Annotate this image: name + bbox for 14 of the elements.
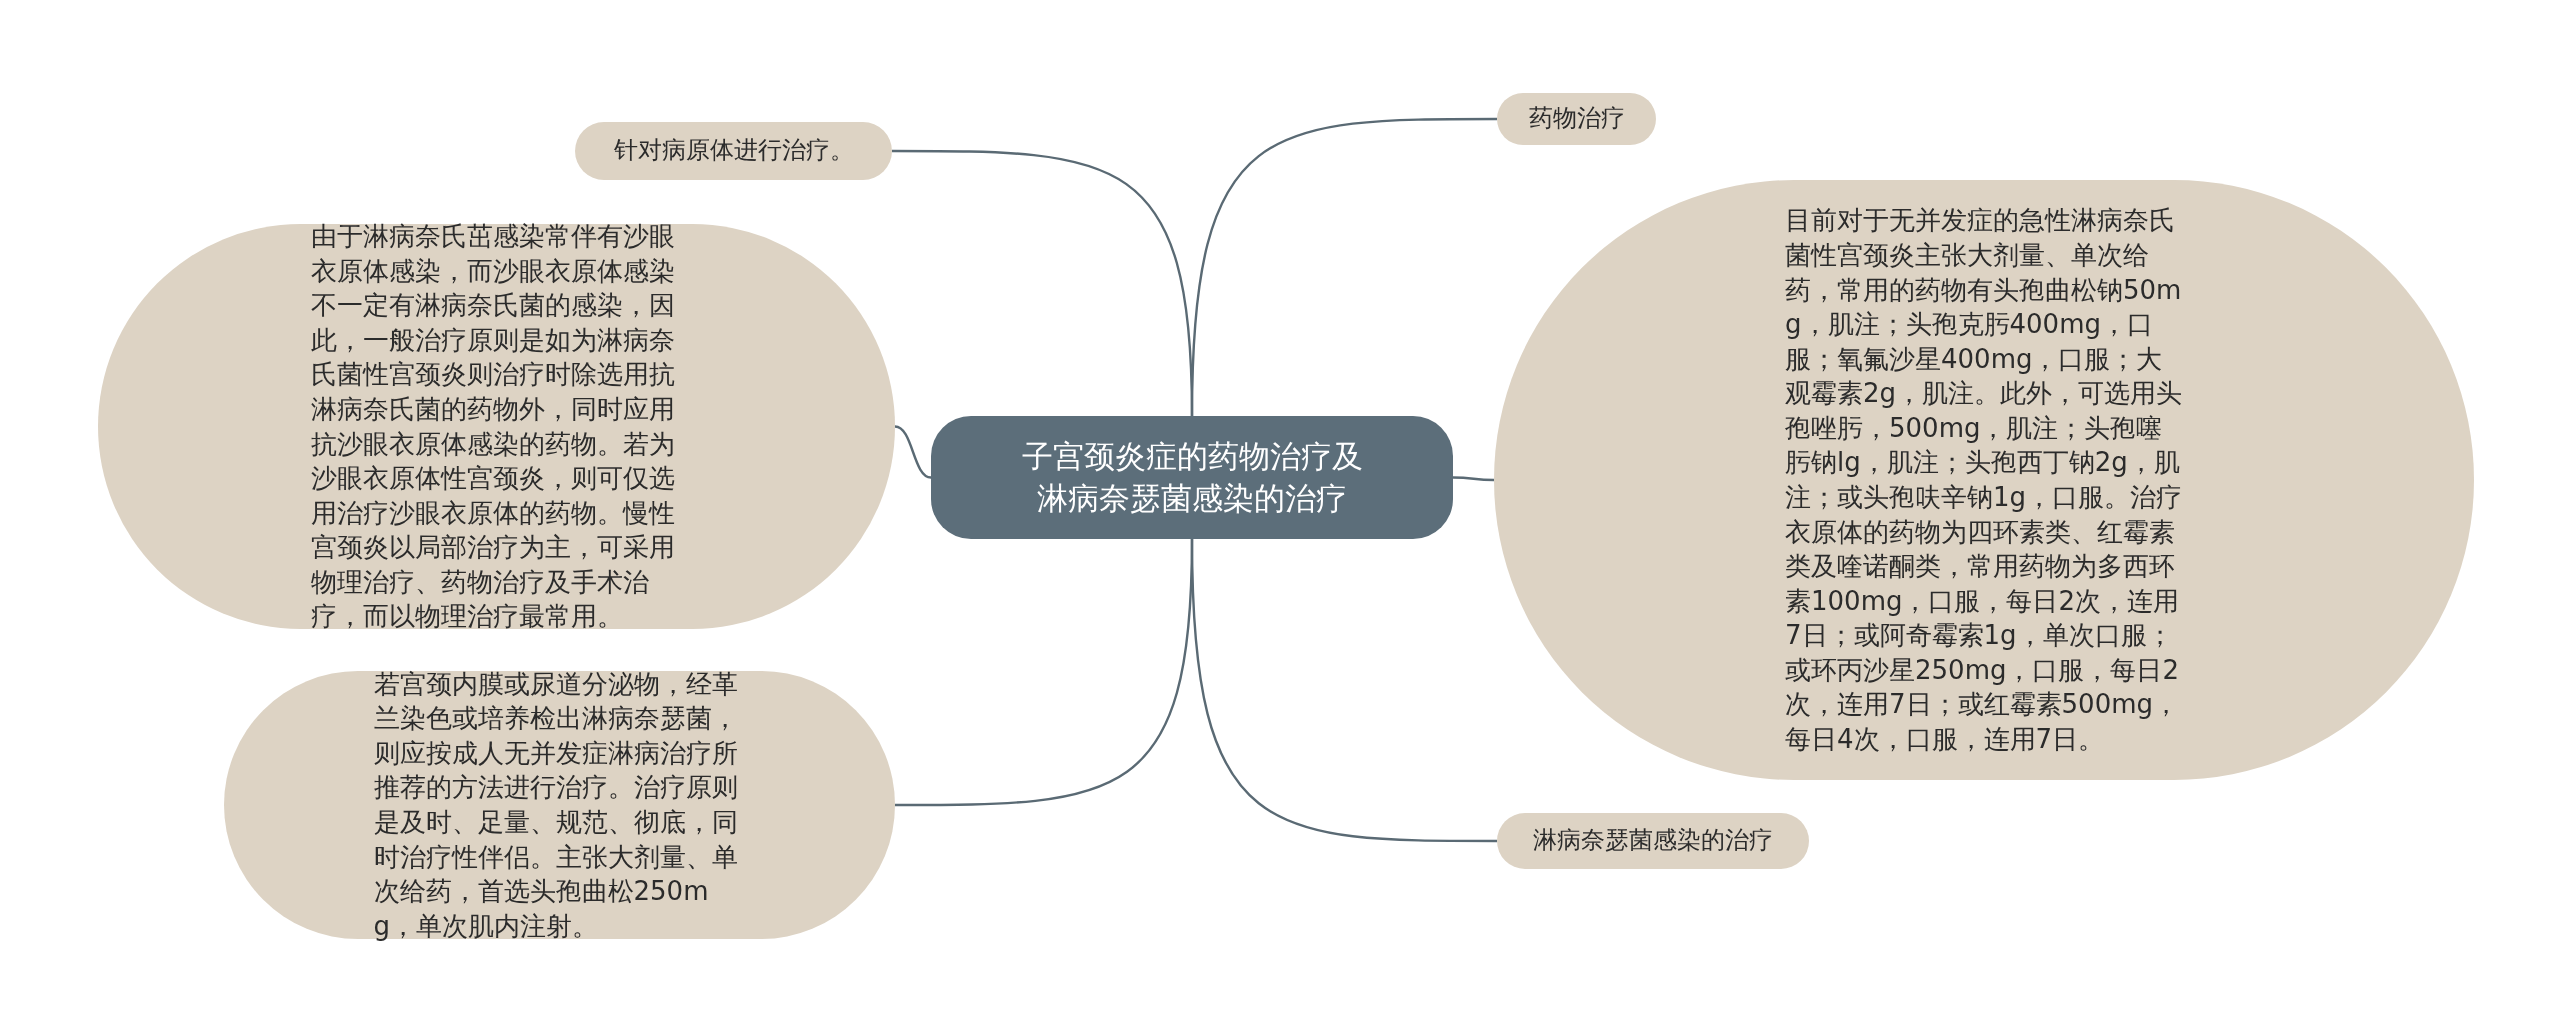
node-text: 若宫颈内膜或尿道分泌物，经革兰染色或培养检出淋病奈瑟菌，则应按成人无并发症淋病治疗所推荐的方法进行治疗。治疗原则是及时、足量、规范、彻底，同时治疗性伴侣。主张大剂量、单次给药，首选头孢曲松250mg，单次肌内注射。 [373,667,739,943]
node-text: 子宫颈炎症的药物治疗及淋病奈瑟菌感染的治疗 [1020,437,1364,518]
branch-node [1497,813,1809,869]
node-text: 针对病原体进行治疗。 [613,135,854,167]
connector-line [1453,476,1494,482]
node-text: 目前对于无并发症的急性淋病奈氏菌性宫颈炎主张大剂量、单次给药，常用的药物有头孢曲松钠50mg，肌注；头孢克肟400mg，口服；氧氟沙星400mg，口服；大观霉素2g，肌注。此外，可选用头孢唑肟，500mg，肌注；头孢噻肟钠lg，肌注；头孢西丁钠2g，肌注；或头孢呋辛钠1g，口服。治疗衣原体的药物为四环素类、红霉素类及喹诺酮类，常用药物为多西环素100mg，口服，每日2次，连用7日；或阿奇霉索1g，单次口服；或环丙沙星250mg，口服，每日2次，连用7日；或红霉素500mg，每日4次，口服，连用7日。 [1785,204,2183,757]
node-text: 淋病奈瑟菌感染的治疗 [1533,825,1773,857]
node-text: 药物治疗 [1528,103,1625,135]
topic-node [931,416,1453,539]
node-text: 由于淋病奈氏茁感染常伴有沙眼衣原体感染，而沙眼衣原体感染不一定有淋病奈氏菌的感染，因此，一般治疗原则是如为淋病奈氏菌性宫颈炎则治疗时除选用抗淋病奈氏菌的药物外，同时应用抗沙眼衣原体感染的药物。若为沙眼衣原体性宫颈炎，则可仅选用治疗沙眼衣原体的药物。慢性宫颈炎以局部治疗为主，可采用物理治疗、药物治疗及手术治疗，而以物理治疗最常用。 [310,220,676,634]
connector-line [1190,117,1497,417]
branch-node [1497,93,1656,145]
connector-line [1190,538,1497,843]
connector-line [894,425,932,479]
